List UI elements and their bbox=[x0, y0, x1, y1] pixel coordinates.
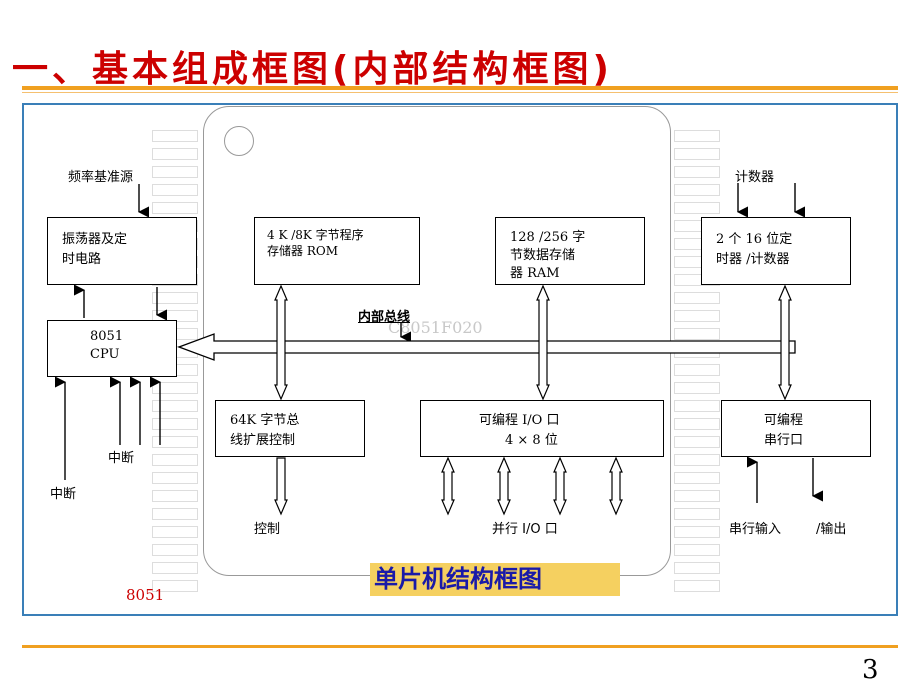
chip-pin bbox=[674, 328, 720, 340]
page-title: 一、基本组成框图(内部结构框图) bbox=[12, 49, 613, 90]
chip-pin bbox=[152, 508, 198, 520]
ram-block: 128 /256 字 节数据存储 器 RAM bbox=[495, 217, 645, 285]
chip-pin bbox=[674, 130, 720, 142]
chip-pin bbox=[152, 400, 198, 412]
chip-pin bbox=[152, 130, 198, 142]
freq-source-label: 频率基准源 bbox=[68, 170, 134, 185]
serial-port-block: 可编程 串行口 bbox=[721, 400, 871, 457]
chip-pin bbox=[674, 472, 720, 484]
chip-pin bbox=[674, 148, 720, 160]
cpu-block: 8051 CPU bbox=[47, 320, 177, 377]
control-label: 控制 bbox=[254, 522, 281, 537]
chip-pin bbox=[674, 310, 720, 322]
timer-line2: 时器 /计数器 bbox=[716, 252, 790, 267]
oscillator-line2: 时电路 bbox=[62, 252, 102, 267]
pio-port-arrow-1 bbox=[441, 456, 455, 516]
chip-pin bbox=[674, 490, 720, 502]
chip-pin bbox=[152, 418, 198, 430]
interrupt-label-1: 中断 bbox=[108, 451, 135, 466]
ram-bus-arrow bbox=[536, 284, 550, 401]
timer-block: 2 个 16 位定 时器 /计数器 bbox=[701, 217, 851, 285]
serial-in-label: 串行输入 bbox=[729, 522, 782, 537]
chip-pin bbox=[152, 436, 198, 448]
oscillator-block: 振荡器及定 时电路 bbox=[47, 217, 197, 285]
chip-pin bbox=[674, 364, 720, 376]
diagram-frame bbox=[22, 103, 898, 616]
chip-pin bbox=[152, 184, 198, 196]
control-arrow bbox=[274, 457, 288, 516]
chip-pin bbox=[152, 382, 198, 394]
bus-extension-block: 64K 字节总 线扩展控制 bbox=[215, 400, 365, 457]
page-number: 3 bbox=[862, 655, 879, 685]
chip-pin bbox=[152, 166, 198, 178]
chip-notch bbox=[224, 126, 254, 156]
title-underline bbox=[22, 86, 898, 90]
chip-pin bbox=[152, 202, 198, 214]
chip-pin bbox=[674, 454, 720, 466]
rom-line1: 4 K /8K 字节程序 bbox=[267, 228, 364, 242]
chip-pin bbox=[674, 544, 720, 556]
rom-line2: 存储器 ROM bbox=[267, 244, 338, 258]
serial-out-label: /输出 bbox=[816, 522, 847, 537]
parallel-io-block: 可编程 I/O 口 4 × 8 位 bbox=[420, 400, 664, 457]
rom-bus-arrow bbox=[274, 284, 288, 401]
diagram-caption: 单片机结构框图 bbox=[370, 563, 620, 596]
cpu-line2: CPU bbox=[90, 347, 120, 362]
chip-pin bbox=[152, 544, 198, 556]
chip-model-tag: 8051 bbox=[126, 586, 165, 604]
chip-pin bbox=[152, 580, 198, 592]
chip-pin bbox=[152, 148, 198, 160]
chip-pin bbox=[152, 490, 198, 502]
chip-pin bbox=[674, 184, 720, 196]
chip-pin bbox=[674, 400, 720, 412]
chip-pin bbox=[674, 292, 720, 304]
cpu-line1: 8051 bbox=[90, 329, 124, 344]
chip-pin bbox=[674, 580, 720, 592]
chip-pin bbox=[674, 436, 720, 448]
ram-line3: 器 RAM bbox=[510, 266, 560, 281]
chip-pin bbox=[152, 526, 198, 538]
chip-pin bbox=[152, 562, 198, 574]
chip-pin bbox=[674, 202, 720, 214]
serial-line1: 可编程 bbox=[764, 413, 804, 428]
timer-line1: 2 个 16 位定 bbox=[716, 232, 793, 247]
pio-port-arrow-3 bbox=[553, 456, 567, 516]
title-underline-thin bbox=[22, 92, 898, 93]
bus-ext-line1: 64K 字节总 bbox=[230, 413, 300, 428]
pio-port-arrow-4 bbox=[609, 456, 623, 516]
timer-bus-arrow bbox=[778, 284, 792, 401]
chip-pin bbox=[674, 418, 720, 430]
rom-block: 4 K /8K 字节程序 存储器 ROM bbox=[254, 217, 420, 285]
pio-line1: 可编程 I/O 口 bbox=[479, 413, 560, 428]
ram-line2: 节数据存储 bbox=[510, 248, 576, 263]
chip-watermark: C8051F020 bbox=[388, 318, 483, 337]
chip-pin bbox=[674, 526, 720, 538]
counter-label: 计数器 bbox=[735, 170, 775, 185]
interrupt-label-2: 中断 bbox=[50, 487, 77, 502]
footer-rule bbox=[22, 645, 898, 648]
bus-ext-line2: 线扩展控制 bbox=[230, 433, 296, 448]
ram-line1: 128 /256 字 bbox=[510, 230, 586, 245]
chip-pin bbox=[674, 562, 720, 574]
internal-bus-arrow bbox=[177, 333, 796, 361]
parallel-io-label: 并行 I/O 口 bbox=[492, 522, 558, 537]
chip-pin bbox=[674, 166, 720, 178]
pio-line2: 4 × 8 位 bbox=[505, 433, 558, 448]
chip-pin bbox=[152, 472, 198, 484]
chip-pin bbox=[674, 508, 720, 520]
serial-line2: 串行口 bbox=[764, 433, 804, 448]
chip-pin bbox=[152, 454, 198, 466]
internal-bus-label: 内部总线 bbox=[358, 310, 411, 325]
chip-pin bbox=[674, 382, 720, 394]
chip-pin bbox=[152, 292, 198, 304]
pio-port-arrow-2 bbox=[497, 456, 511, 516]
oscillator-line1: 振荡器及定 bbox=[62, 232, 128, 247]
